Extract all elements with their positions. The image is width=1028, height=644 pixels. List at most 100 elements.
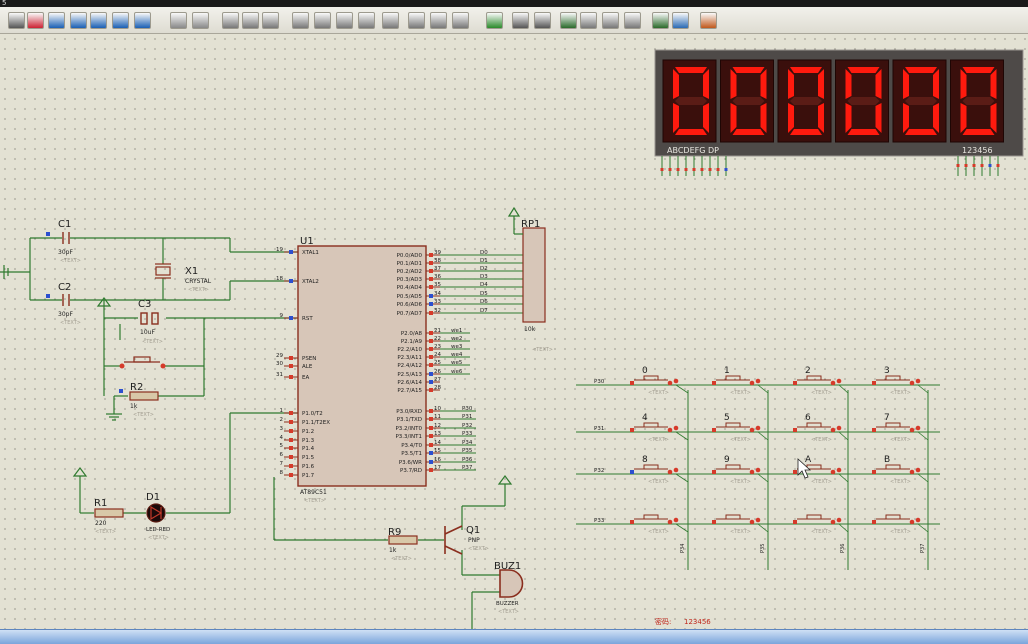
r9-value: 1k xyxy=(389,547,397,554)
segment-a xyxy=(790,67,822,73)
zoom-in-icon[interactable] xyxy=(70,12,87,29)
segment-g xyxy=(732,97,765,105)
make-device-icon[interactable] xyxy=(408,12,425,29)
keypad-button[interactable]: 7<TEXT> xyxy=(872,413,929,443)
keypad-button[interactable]: 9<TEXT> xyxy=(712,455,769,485)
net-label: D6 xyxy=(480,299,488,305)
search-tag-icon[interactable] xyxy=(512,12,529,29)
mcu-pin-number: 4 xyxy=(280,435,284,441)
grid-icon[interactable] xyxy=(8,12,25,29)
mcu-pin-number: 31 xyxy=(276,372,283,378)
segment-g xyxy=(675,97,707,105)
segment-g xyxy=(847,97,880,105)
block-delete-icon[interactable] xyxy=(358,12,375,29)
netlist-icon[interactable] xyxy=(672,12,689,29)
keypad-button[interactable]: B<TEXT> xyxy=(872,455,929,485)
keypad-button[interactable]: 6<TEXT> xyxy=(793,413,849,443)
schematic-canvas[interactable]: ABCDEFG DP 123456 xyxy=(0,34,1028,629)
u1-ref: U1 xyxy=(300,236,314,247)
mcu-pin-name: P0.3/AD3 xyxy=(397,277,423,283)
origin-icon[interactable] xyxy=(27,12,44,29)
keypad-button[interactable]: <TEXT> xyxy=(872,514,929,535)
block-rotate-icon[interactable] xyxy=(336,12,353,29)
net-label: D4 xyxy=(480,282,488,288)
keypad-button[interactable]: 8<TEXT> xyxy=(630,455,689,485)
electrical-check-icon[interactable] xyxy=(652,12,669,29)
redo-icon[interactable] xyxy=(192,12,209,29)
new-sheet-icon[interactable] xyxy=(560,12,577,29)
zoom-all-icon[interactable] xyxy=(112,12,129,29)
keypad-button[interactable]: 4<TEXT> xyxy=(630,413,689,443)
keypad-text-placeholder: <TEXT> xyxy=(811,437,832,443)
mcu-pin-name: XTAL2 xyxy=(302,279,319,285)
mcu-pin-number: 38 xyxy=(434,258,441,264)
buz1-value: BUZZER xyxy=(496,601,519,607)
copy-icon[interactable] xyxy=(242,12,259,29)
mcu-pin-name: P1.6 xyxy=(302,464,315,470)
segment-e xyxy=(788,103,794,133)
keypad-text-placeholder: <TEXT> xyxy=(730,529,751,535)
net-label: D1 xyxy=(480,258,488,264)
window-titlebar: 5 xyxy=(0,0,1028,7)
c2-ref: C2 xyxy=(58,282,71,293)
net-label: we1 xyxy=(451,328,462,334)
keypad-text-placeholder: <TEXT> xyxy=(811,479,832,485)
net-label: P33 xyxy=(462,431,473,437)
keypad-key-label: B xyxy=(884,455,890,465)
cut-icon[interactable] xyxy=(222,12,239,29)
keypad-button[interactable]: 3<TEXT> xyxy=(872,366,929,396)
segment-e xyxy=(960,103,967,133)
u1-value: AT89C51 xyxy=(300,489,327,496)
c2-text: <TEXT> xyxy=(60,320,81,326)
mcu-pin-name: P2.2/A10 xyxy=(397,347,422,353)
keypad-button[interactable]: 2<TEXT> xyxy=(793,366,849,396)
keypad-button[interactable]: <TEXT> xyxy=(712,514,769,535)
ares-icon[interactable] xyxy=(700,12,717,29)
net-label: D0 xyxy=(480,250,488,256)
net-label: P37 xyxy=(462,465,473,471)
package-icon[interactable] xyxy=(430,12,447,29)
c2-value: 30pF xyxy=(58,311,73,318)
segment-d xyxy=(732,129,765,135)
keypad-key-label: 4 xyxy=(642,413,648,423)
bill-of-materials-icon[interactable] xyxy=(624,12,641,29)
decompose-icon[interactable] xyxy=(452,12,469,29)
segment-c xyxy=(818,103,824,133)
block-copy-icon[interactable] xyxy=(292,12,309,29)
paste-icon[interactable] xyxy=(262,12,279,29)
keypad-button[interactable]: 1<TEXT> xyxy=(712,366,769,396)
property-tool-icon[interactable] xyxy=(534,12,551,29)
keypad-text-placeholder: <TEXT> xyxy=(730,479,751,485)
zoom-area-icon[interactable] xyxy=(134,12,151,29)
net-label: P35 xyxy=(462,448,473,454)
wire-autorouter-icon[interactable] xyxy=(486,12,503,29)
keypad-button[interactable]: 0<TEXT> xyxy=(630,366,689,396)
mcu-pin-name: P3.2/INT0 xyxy=(395,426,422,432)
keypad-button[interactable]: 5<TEXT> xyxy=(712,413,769,443)
block-move-icon[interactable] xyxy=(314,12,331,29)
mcu-pin-name: RST xyxy=(302,316,313,322)
mcu-pin-number: 18 xyxy=(276,276,283,282)
r2-value: 1k xyxy=(130,403,138,410)
segment-c xyxy=(933,103,939,133)
pick-device-icon[interactable] xyxy=(382,12,399,29)
undo-icon[interactable] xyxy=(170,12,187,29)
resistor-pack-rp1[interactable]: RP1 10k <TEXT> xyxy=(513,216,553,353)
mcu-pin-name: P0.7/AD7 xyxy=(397,311,423,317)
segment-d xyxy=(847,129,880,135)
zoom-out-icon[interactable] xyxy=(90,12,107,29)
goto-sheet-icon[interactable] xyxy=(602,12,619,29)
segment-g xyxy=(962,97,995,105)
status-bar xyxy=(0,629,1028,644)
mcu-pin-name: PSEN xyxy=(302,356,316,362)
keypad-button[interactable]: <TEXT> xyxy=(793,514,849,535)
pan-icon[interactable] xyxy=(48,12,65,29)
net-label: P32 xyxy=(462,423,472,429)
mcu-pin-name: P3.7/RD xyxy=(400,468,422,474)
keypad-button[interactable]: <TEXT> xyxy=(630,514,689,535)
mcu-pin-name: P0.0/AD0 xyxy=(397,253,423,259)
segment-c xyxy=(990,103,997,133)
remove-sheet-icon[interactable] xyxy=(580,12,597,29)
